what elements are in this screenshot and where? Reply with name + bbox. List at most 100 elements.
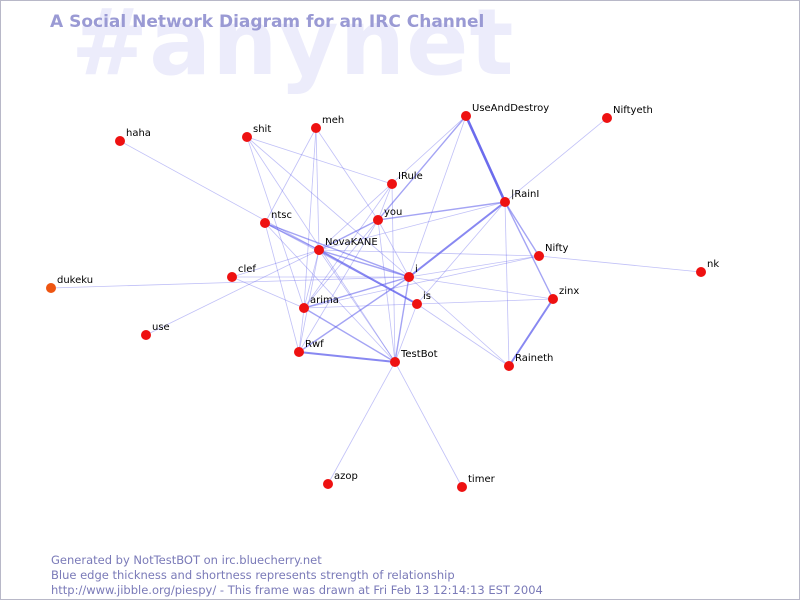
edge-you-Rwf — [298, 219, 379, 353]
edge-ntsc-NovaKANE — [264, 222, 320, 251]
edge-Rwf-TestBot — [298, 351, 396, 363]
node-dot[interactable] — [299, 303, 309, 313]
edge-zinx-is — [416, 298, 554, 305]
channel-watermark: #anynet — [71, 0, 515, 96]
node-TestBot[interactable]: TestBot — [390, 349, 438, 367]
edge-IRule-arima — [303, 183, 393, 309]
edge-NovaKANE-is — [318, 249, 418, 305]
edge-IRainI-i — [408, 201, 506, 278]
node-label: IRule — [398, 171, 423, 182]
node-label: dukeku — [57, 275, 93, 286]
edge-is-arima — [303, 303, 418, 309]
node-nk[interactable]: nk — [696, 259, 719, 277]
node-arima[interactable]: arima — [299, 295, 339, 313]
footer-generated-by: Generated by NotTestBOT on irc.bluecherr… — [51, 553, 322, 567]
node-zinx[interactable]: zinx — [548, 286, 579, 304]
node-IRainI[interactable]: |RainI — [500, 189, 539, 207]
node-dot[interactable] — [373, 215, 383, 225]
edge-IRainI-NovaKANE — [318, 201, 506, 251]
node-Raineth[interactable]: Raineth — [504, 353, 553, 371]
node-UseAndDestroy[interactable]: UseAndDestroy — [461, 103, 549, 121]
edge-dukeku-i — [50, 276, 410, 289]
edge-meh-you — [315, 127, 379, 221]
node-Rwf[interactable]: Rwf — [294, 339, 324, 357]
node-label: use — [152, 322, 170, 333]
node-use[interactable]: use — [141, 322, 170, 340]
node-label: nk — [707, 259, 719, 270]
node-dot[interactable] — [461, 111, 471, 121]
edge-UseAndDestroy-i — [408, 115, 467, 278]
node-IRule[interactable]: IRule — [387, 171, 423, 189]
node-dot[interactable] — [548, 294, 558, 304]
node-dot[interactable] — [534, 251, 544, 261]
node-timer[interactable]: timer — [457, 474, 496, 492]
node-dot[interactable] — [504, 361, 514, 371]
node-dot[interactable] — [404, 272, 414, 282]
node-dot[interactable] — [696, 267, 706, 277]
node-Niftyeth[interactable]: Niftyeth — [602, 105, 653, 123]
node-NovaKANE[interactable]: NovaKANE — [314, 237, 378, 255]
edge-IRainI-is — [416, 201, 506, 305]
node-haha[interactable]: haha — [115, 128, 151, 146]
edge-ntsc-Rwf — [264, 222, 300, 353]
edge-shit-arima — [246, 136, 305, 309]
edge-you-arima — [303, 219, 379, 309]
node-dot[interactable] — [323, 479, 333, 489]
node-ntsc[interactable]: ntsc — [260, 210, 292, 228]
node-dukeku[interactable]: dukeku — [46, 275, 93, 293]
node-azop[interactable]: azop — [323, 471, 358, 489]
edge-UseAndDestroy-IRainI — [464, 115, 507, 203]
node-is[interactable]: is — [412, 291, 431, 309]
edge-NovaKANE-Rwf — [298, 249, 320, 353]
node-dot[interactable] — [227, 272, 237, 282]
node-dot[interactable] — [141, 330, 151, 340]
node-you[interactable]: you — [373, 207, 402, 225]
node-label: Nifty — [545, 243, 569, 254]
diagram-title: A Social Network Diagram for an IRC Chan… — [50, 12, 485, 32]
node-dot[interactable] — [500, 197, 510, 207]
node-dot[interactable] — [457, 482, 467, 492]
edge-you-NovaKANE — [318, 219, 379, 251]
footer: Generated by NotTestBOT on irc.bluecherr… — [51, 553, 543, 598]
node-dot[interactable] — [387, 179, 397, 189]
node-label: you — [384, 207, 402, 218]
node-dot[interactable] — [260, 218, 270, 228]
edge-NovaKANE-arima — [303, 249, 320, 309]
edge-NovaKANE-TestBot — [318, 249, 396, 363]
node-label: clef — [238, 264, 256, 275]
node-dot[interactable] — [390, 357, 400, 367]
node-label: i — [415, 264, 418, 275]
edge-you-i — [377, 219, 410, 278]
node-dot[interactable] — [602, 113, 612, 123]
node-dot[interactable] — [242, 132, 252, 142]
node-clef[interactable]: clef — [227, 264, 256, 282]
node-i[interactable]: i — [404, 264, 418, 282]
footer-legend-note: Blue edge thickness and shortness repres… — [51, 568, 455, 582]
node-meh[interactable]: meh — [311, 115, 344, 133]
edge-NovaKANE-use — [145, 249, 320, 336]
node-dot[interactable] — [115, 136, 125, 146]
edge-IRainI-Raineth — [504, 201, 510, 367]
edge-Nifty-arima — [303, 255, 540, 309]
node-Nifty[interactable]: Nifty — [534, 243, 569, 261]
edge-Niftyeth-IRainI — [504, 117, 608, 203]
edge-IRainI-you — [377, 201, 506, 221]
node-dot[interactable] — [311, 123, 321, 133]
node-label: Rwf — [305, 339, 324, 350]
node-dot[interactable] — [314, 245, 324, 255]
node-label: is — [423, 291, 431, 302]
edge-Nifty-nk — [538, 255, 702, 273]
edge-arima-Rwf — [298, 307, 305, 353]
edge-IRule-you — [377, 183, 393, 221]
node-label: haha — [126, 128, 151, 139]
edge-UseAndDestroy-you — [377, 115, 467, 221]
node-shit[interactable]: shit — [242, 124, 271, 142]
node-dot[interactable] — [46, 283, 56, 293]
node-dot[interactable] — [294, 347, 304, 357]
edge-TestBot-azop — [327, 361, 396, 485]
node-label: TestBot — [400, 349, 438, 360]
node-dot[interactable] — [412, 299, 422, 309]
edge-clef-arima — [231, 276, 305, 309]
edge-i-Rwf — [298, 276, 410, 353]
